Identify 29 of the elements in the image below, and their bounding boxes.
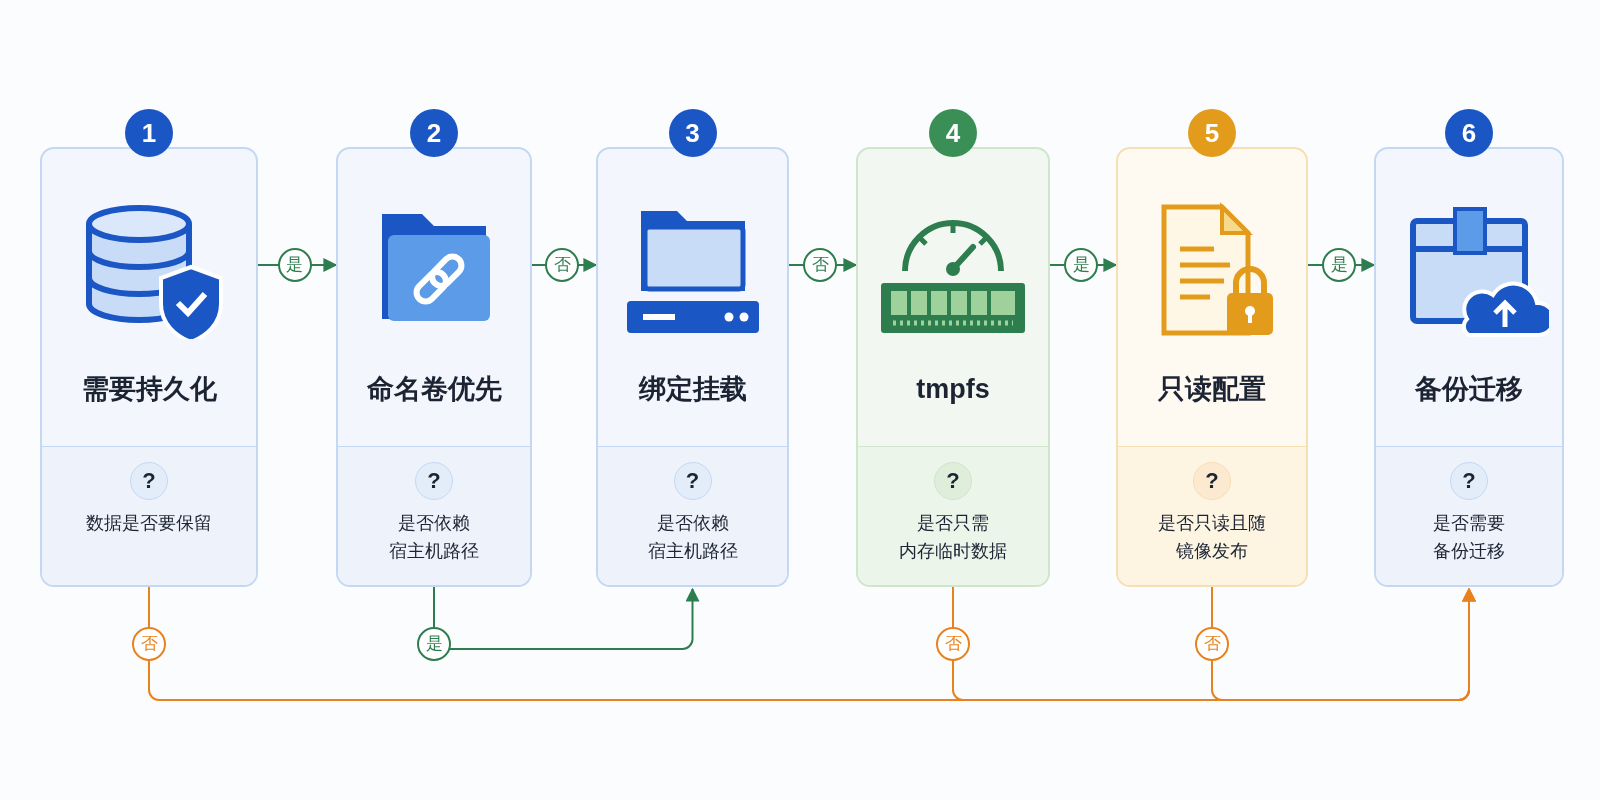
step-number: 4 <box>929 109 977 157</box>
question-text: 数据是否要保留 <box>85 512 213 535</box>
step-number: 6 <box>1445 109 1493 157</box>
edge-label: 否 <box>803 248 838 282</box>
arrow <box>1211 586 1476 701</box>
edge-label: 否 <box>936 627 970 661</box>
question-text: 是否依赖宿主机路径 <box>388 512 480 563</box>
step-title: 备份迁移 <box>1414 373 1524 406</box>
step-number: 3 <box>668 109 717 157</box>
edge-label: 是 <box>277 248 312 282</box>
step-title: tmpfs <box>915 373 991 406</box>
edge-label: 是 <box>1322 248 1356 282</box>
step-title: 绑定挂载 <box>637 373 748 406</box>
question-text: 是否依赖宿主机路径 <box>646 512 739 563</box>
step-title: 只读配置 <box>1157 373 1267 406</box>
edge-label: 否 <box>1195 627 1229 661</box>
step-number: 5 <box>1188 109 1236 157</box>
arrow <box>433 586 700 650</box>
step-number: 2 <box>410 109 458 157</box>
question-text: 是否只需内存临时数据 <box>898 512 1008 563</box>
question-text: 是否需要备份迁移 <box>1432 512 1506 563</box>
step-title: 命名卷优先 <box>365 373 503 406</box>
step-title: 需要持久化 <box>80 373 218 406</box>
edge-label: 否 <box>132 627 166 661</box>
question-text: 是否只读且随镜像发布 <box>1157 512 1267 563</box>
edge-label: 是 <box>417 627 451 661</box>
step-number: 1 <box>125 109 173 157</box>
edge-label: 是 <box>1064 248 1098 282</box>
edge-label: 否 <box>545 248 580 282</box>
